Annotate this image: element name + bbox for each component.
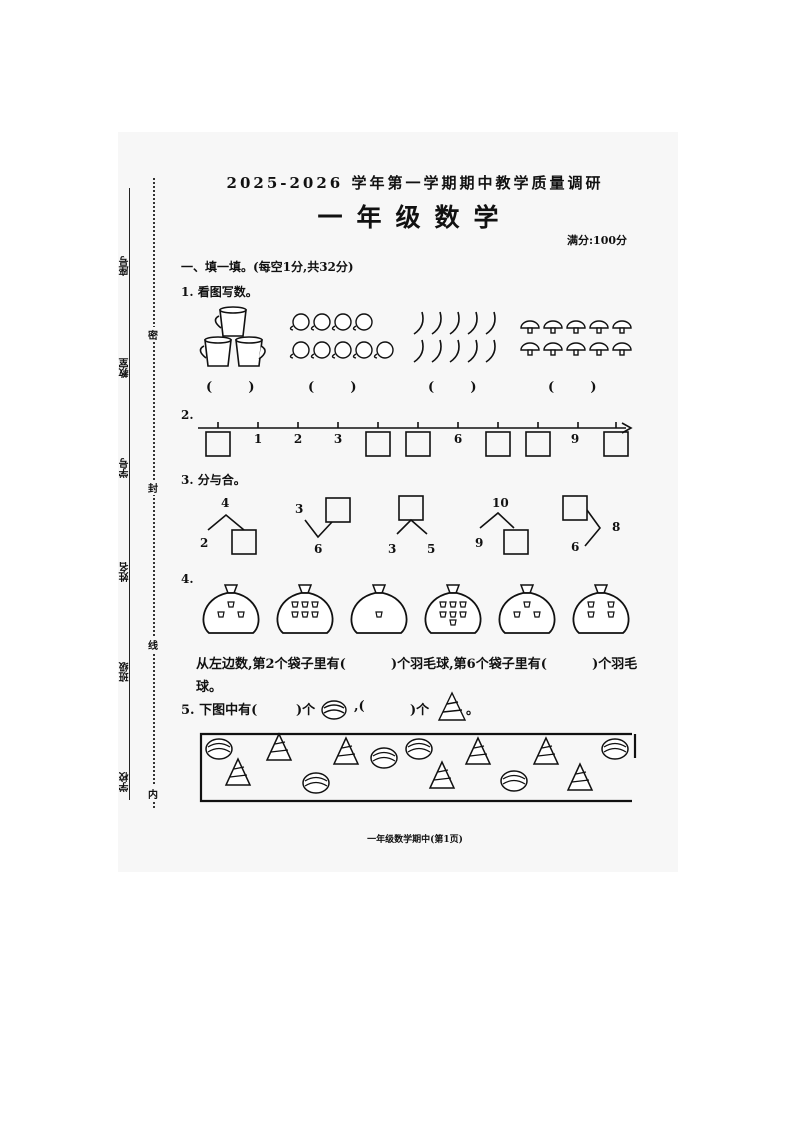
split1-top: 4 — [221, 496, 230, 510]
shuttlecock-icon — [449, 601, 457, 608]
split5-left: 6 — [571, 540, 580, 554]
section-heading: 一、填一填。(每空1分,共32分) — [181, 260, 354, 274]
binding-line — [129, 188, 130, 800]
shell-icon — [321, 700, 347, 720]
cut-mark-xian: 线 — [148, 637, 158, 652]
tick-label-6: 6 — [453, 432, 463, 446]
q5-part3: ,( — [354, 699, 365, 714]
cone-shell-icon — [265, 732, 293, 761]
cone-shell-icon — [532, 736, 560, 765]
shuttlecock-icon — [439, 611, 447, 618]
shuttlecock-icon — [311, 611, 319, 618]
q1-answer-2[interactable]: ( ) — [308, 380, 357, 395]
shuttlecock-icon — [607, 601, 615, 608]
exam-title: 2025-2026 学年第一学期期中教学质量调研 — [226, 174, 604, 192]
q4-question-line1: 从左边数,第2个袋子里有( )个羽毛球,第6个袋子里有( )个羽毛 — [196, 657, 638, 672]
shuttlecock-icon — [587, 601, 595, 608]
split4-top: 10 — [492, 496, 509, 510]
full-score: 满分:100分 — [567, 234, 628, 247]
shell-icon — [500, 770, 528, 792]
shuttlecock-icon — [227, 601, 235, 608]
shuttlecock-icon — [459, 601, 467, 608]
cone-shell-icon — [566, 762, 594, 791]
q4-label: 4. — [181, 572, 194, 586]
shuttlecock-icon — [449, 611, 457, 618]
shuttlecock-icon — [533, 611, 541, 618]
shuttlecock-icon — [291, 611, 299, 618]
q5-part2: )个 — [296, 703, 316, 718]
q5-end: 。 — [466, 703, 480, 718]
q1-answer-1[interactable]: ( ) — [206, 380, 255, 395]
split4-left: 9 — [475, 536, 484, 550]
q3-label: 3. 分与合。 — [181, 473, 246, 487]
tick-label-9: 9 — [570, 432, 580, 446]
split2-left: 3 — [295, 502, 304, 516]
cone-shell-icon — [437, 691, 467, 721]
shuttlecock-icon — [587, 611, 595, 618]
shell-icon — [405, 738, 433, 760]
shuttlecock-icon — [375, 611, 383, 618]
shuttlecock-icon — [301, 601, 309, 608]
shuttlecock-icon — [523, 601, 531, 608]
page-footer: 一年级数学期中(第1页) — [367, 835, 463, 845]
peach-icon — [289, 313, 394, 359]
split5-right: 8 — [612, 520, 621, 534]
bag-1 — [202, 584, 260, 634]
mushroom-icon — [520, 320, 632, 356]
shell-icon — [205, 738, 233, 760]
q1-answer-4[interactable]: ( ) — [548, 380, 597, 395]
q1-label: 1. 看图写数。 — [181, 285, 258, 299]
cut-mark-feng: 封 — [148, 480, 158, 495]
shuttlecock-icon — [311, 601, 319, 608]
shuttlecock-icon — [301, 611, 309, 618]
split3-left: 3 — [388, 542, 397, 556]
q4-question-line2: 球。 — [196, 680, 223, 695]
shuttlecock-icon — [513, 611, 521, 618]
shuttlecock-icon — [439, 601, 447, 608]
shuttlecock-icon — [459, 611, 467, 618]
cut-mark-mi: 密 — [148, 327, 158, 342]
tick-label-1: 1 — [253, 432, 263, 446]
tick-label-2: 2 — [293, 432, 303, 446]
cone-shell-icon — [464, 736, 492, 765]
shuttlecock-icon — [217, 611, 225, 618]
split1-left: 2 — [200, 536, 209, 550]
pepper-icon — [413, 311, 496, 363]
shell-icon — [302, 772, 330, 794]
bag-5 — [498, 584, 556, 634]
subject-title: 一年级数学 — [317, 203, 513, 232]
cup-icon — [199, 306, 266, 367]
shuttlecock-icon — [607, 611, 615, 618]
split2-right: 6 — [314, 542, 323, 556]
bag-6 — [572, 584, 630, 634]
q5-part4: )个 — [410, 703, 430, 718]
shuttlecock-icon — [237, 611, 245, 618]
cone-shell-icon — [428, 760, 456, 789]
q2-label: 2. — [181, 408, 194, 422]
shuttlecock-icon — [291, 601, 299, 608]
q1-answer-3[interactable]: ( ) — [428, 380, 477, 395]
shuttlecock-icon — [449, 619, 457, 626]
shell-icon — [601, 738, 629, 760]
answer-box — [205, 431, 629, 457]
cut-mark-nei: 内 — [148, 786, 158, 801]
shell-icon — [370, 747, 398, 769]
cone-shell-icon — [332, 736, 360, 765]
q5-part1: 5. 下图中有( — [181, 703, 258, 718]
split3-right: 5 — [427, 542, 436, 556]
cone-shell-icon — [224, 757, 252, 786]
tick-label-3: 3 — [333, 432, 343, 446]
